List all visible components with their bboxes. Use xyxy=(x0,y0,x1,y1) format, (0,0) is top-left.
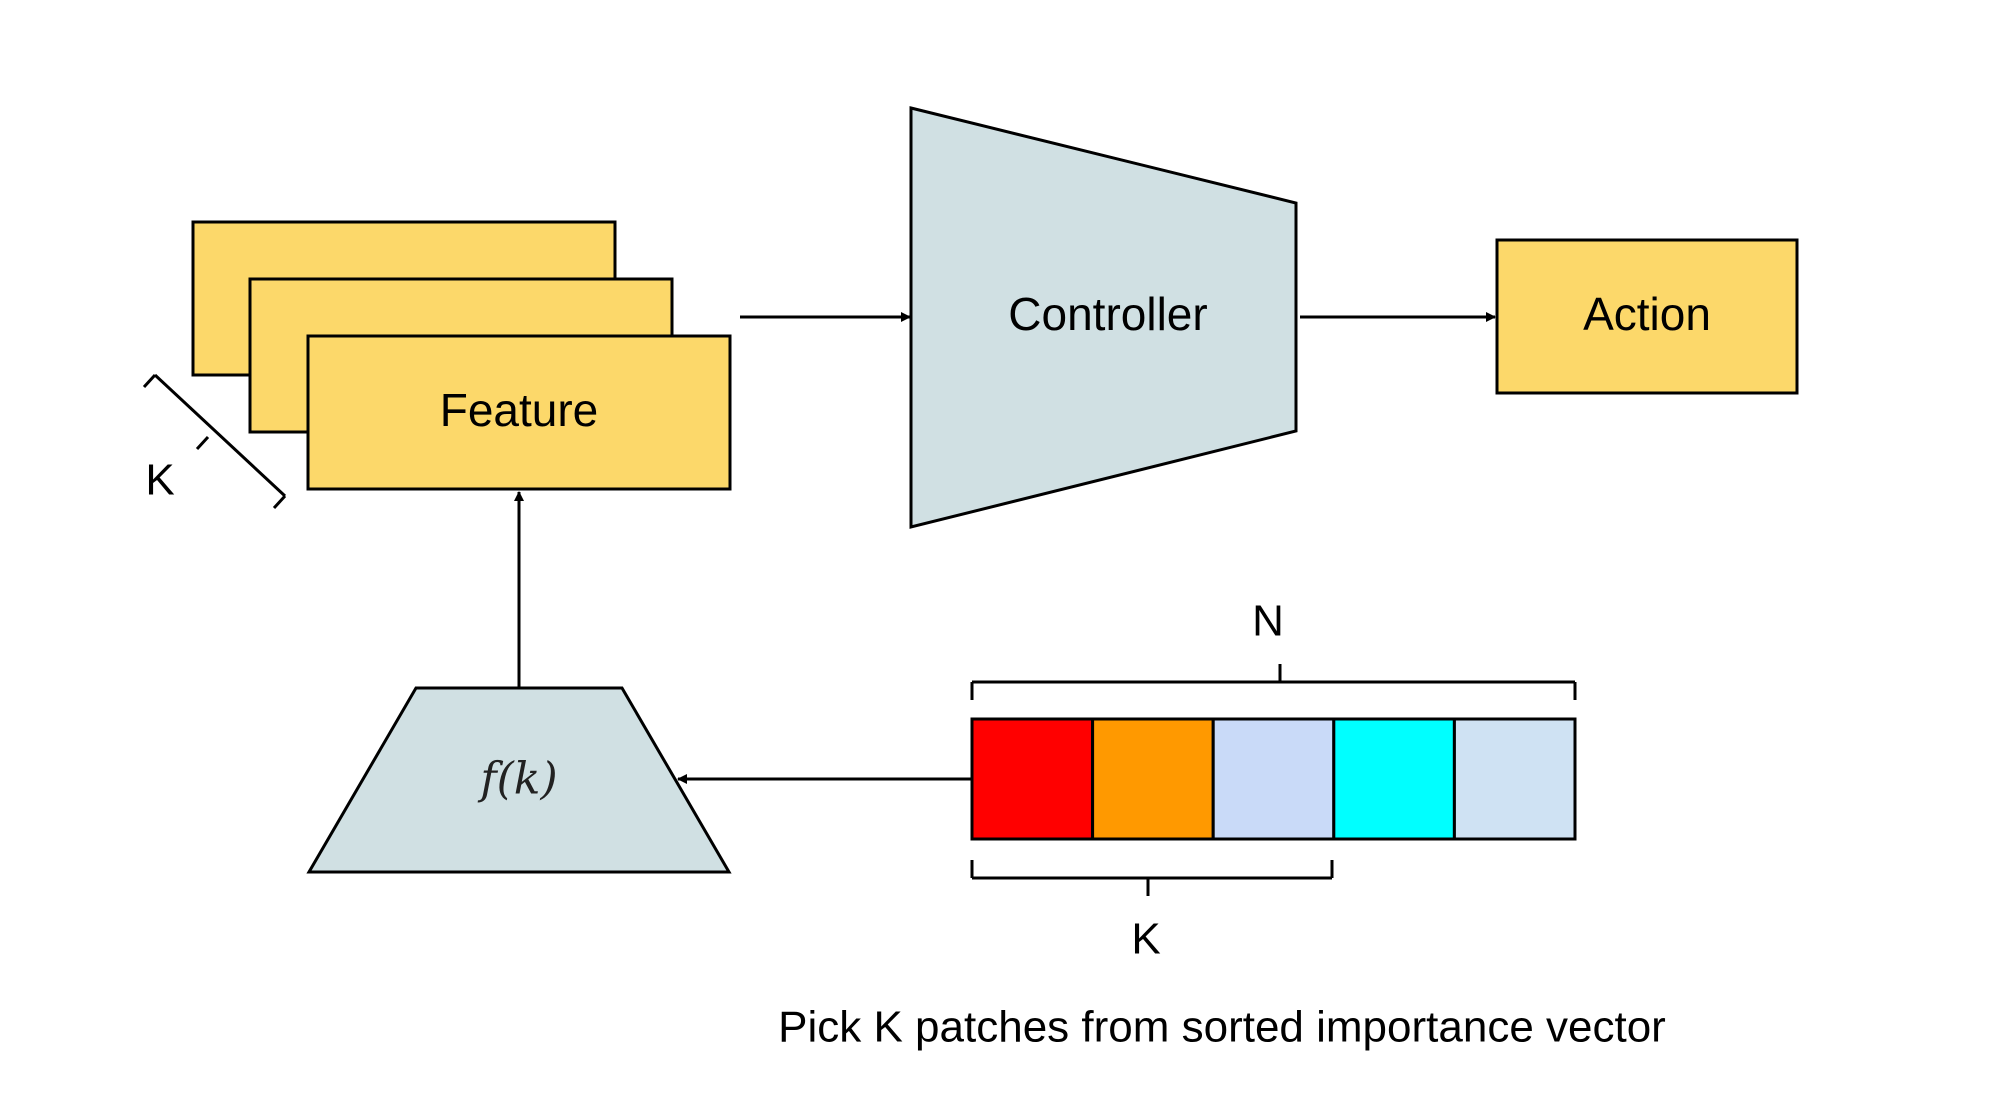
importance-cell-3 xyxy=(1211,717,1336,841)
vector-selection-label: K xyxy=(1131,915,1160,964)
controller-label: Controller xyxy=(1008,288,1207,340)
feature-copies-bracket: K xyxy=(142,373,287,510)
feature-copies-label: K xyxy=(145,456,174,505)
feature-label: Feature xyxy=(440,384,599,436)
controller-shape xyxy=(909,106,1298,529)
vector-selection-bracket: K xyxy=(970,860,1334,964)
feature-stack: Feature xyxy=(191,220,732,491)
vector-length-bracket: N xyxy=(970,597,1577,700)
action-box xyxy=(1495,238,1799,395)
fk-node: f(k) xyxy=(306,686,732,874)
fk-label: f(k) xyxy=(477,754,557,805)
fk-shape xyxy=(306,686,732,874)
importance-cell-1 xyxy=(970,717,1095,841)
importance-vector xyxy=(970,717,1577,841)
action-node: Action xyxy=(1495,238,1799,395)
controller-node: Controller xyxy=(909,106,1298,529)
feature-box-front xyxy=(306,334,732,491)
importance-cell-5 xyxy=(1452,717,1577,841)
action-label: Action xyxy=(1583,288,1711,340)
importance-cell-2 xyxy=(1091,717,1215,841)
vector-length-label: N xyxy=(1252,597,1284,646)
caption: Pick K patches from sorted importance ve… xyxy=(778,1003,1666,1052)
importance-cell-4 xyxy=(1332,717,1456,841)
